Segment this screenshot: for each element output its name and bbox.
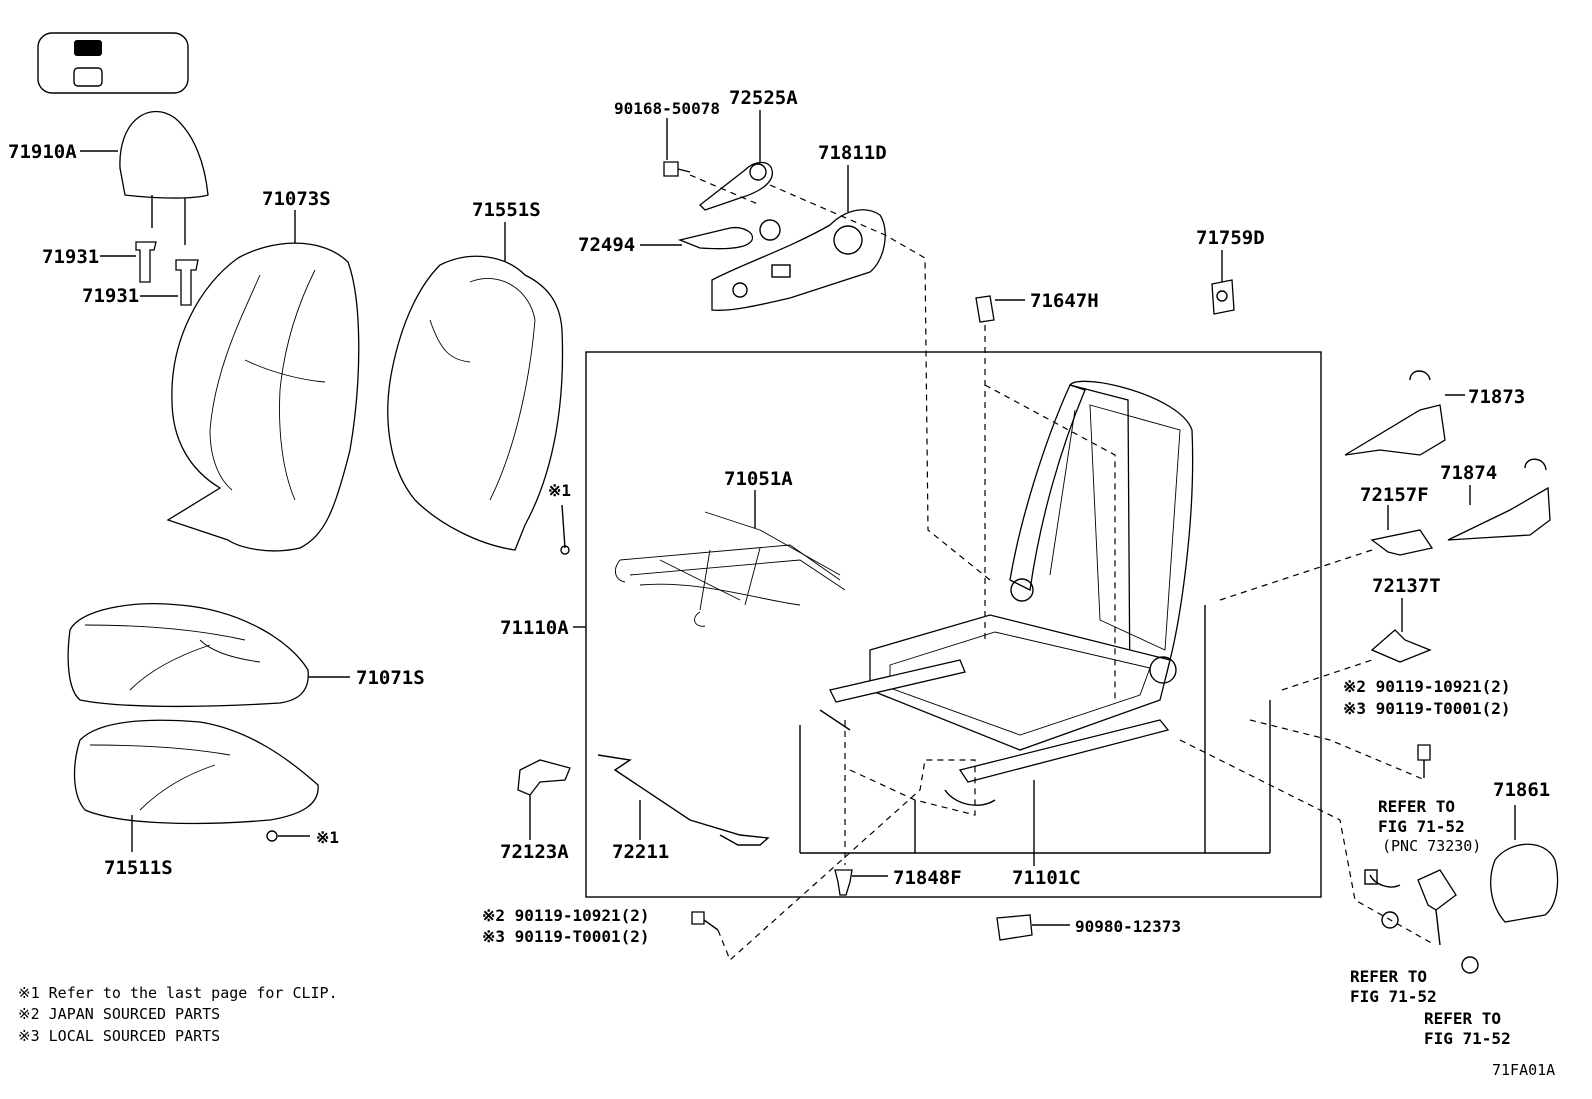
label-71551S: 71551S [472,199,541,221]
refer-1-line-3: (PNC 73230) [1382,837,1481,855]
label-71931-upper: 71931 [42,246,99,268]
label-72494: 72494 [578,234,635,256]
hook-71874-drawing [1447,458,1551,541]
leader-lines [80,110,1516,926]
spring-assembly-drawing [614,511,846,627]
mark-clip-2: ※1 [316,828,339,847]
bracket-72123A-drawing [517,759,571,796]
label-72137T: 72137T [1372,575,1441,597]
legend-note-2: ※2 JAPAN SOURCED PARTS [18,1005,220,1023]
label-90980-12373: 90980-12373 [1075,917,1181,936]
label-72157F: 72157F [1360,484,1429,506]
bolt-left-line-1: ※2 90119-10921(2) [482,906,650,925]
label-71931-lower: 71931 [82,285,139,307]
cushion-pad-drawing [73,719,319,825]
dashed-guides [689,174,1436,962]
label-71071S: 71071S [356,667,425,689]
label-72123A: 72123A [500,841,569,863]
refer-1-line-2: FIG 71-52 [1378,817,1465,836]
legend-note-1: ※1 Refer to the last page for CLIP. [18,984,338,1002]
label-71110A: 71110A [500,617,569,639]
seatback-pad-drawing [387,255,564,551]
label-71073S: 71073S [262,188,331,210]
label-71873: 71873 [1468,386,1525,408]
connector-90980-drawing [996,914,1033,941]
clip-71647H-drawing [975,295,995,323]
refer-2-line-1: REFER TO [1350,967,1427,986]
headrest-drawing [119,110,209,306]
clip-71848F-drawing [834,869,853,896]
rod-72211-drawing [597,754,770,846]
seatback-cover-drawing [166,242,360,552]
legend: ※1 Refer to the last page for CLIP. ※2 J… [18,984,338,1045]
clip-72157F-drawing [1370,529,1434,556]
cover-71861-drawing [1490,843,1559,923]
refer-3-line-1: REFER TO [1424,1009,1501,1028]
mark-clip-1: ※1 [548,481,571,500]
label-71848F: 71848F [893,867,962,889]
bolt-right-line-1: ※2 90119-10921(2) [1343,677,1511,696]
refer-3-line-2: FIG 71-52 [1424,1029,1511,1048]
label-71759D: 71759D [1196,227,1265,249]
label-71861: 71861 [1493,779,1550,801]
bolt-left-line-2: ※3 90119-T0001(2) [482,927,650,946]
label-72525A: 72525A [729,87,798,109]
refer-2-line-2: FIG 71-52 [1350,987,1437,1006]
belt-buckle-drawing [1364,869,1479,974]
clip-72137T-drawing [1370,629,1432,663]
part-labels: 71910A 71931 71931 71073S 71551S 90168-5… [8,87,1550,1048]
cushion-cover-drawing [67,603,309,708]
frame-assembly-box [585,351,1322,898]
label-71811D: 71811D [818,142,887,164]
label-72211: 72211 [612,841,669,863]
figure-code: 71FA01A [1492,1061,1555,1079]
bolt-right-line-2: ※3 90119-T0001(2) [1343,699,1511,718]
label-71910A: 71910A [8,141,77,163]
view-indicator [37,32,189,94]
label-71647H: 71647H [1030,290,1099,312]
clip-71759D-drawing [1211,279,1235,315]
bolt-right-drawing [1417,744,1431,778]
label-71051A: 71051A [724,468,793,490]
label-71511S: 71511S [104,857,173,879]
label-71874: 71874 [1440,462,1497,484]
refer-1-line-1: REFER TO [1378,797,1455,816]
label-71101C: 71101C [1012,867,1081,889]
seat-frame-drawing [819,380,1194,806]
label-90168-50078: 90168-50078 [614,99,720,118]
bolt-left-drawing [691,911,719,931]
recliner-cover-drawing [663,161,886,311]
hook-71873-drawing [1344,370,1446,456]
legend-note-3: ※3 LOCAL SOURCED PARTS [18,1027,220,1045]
